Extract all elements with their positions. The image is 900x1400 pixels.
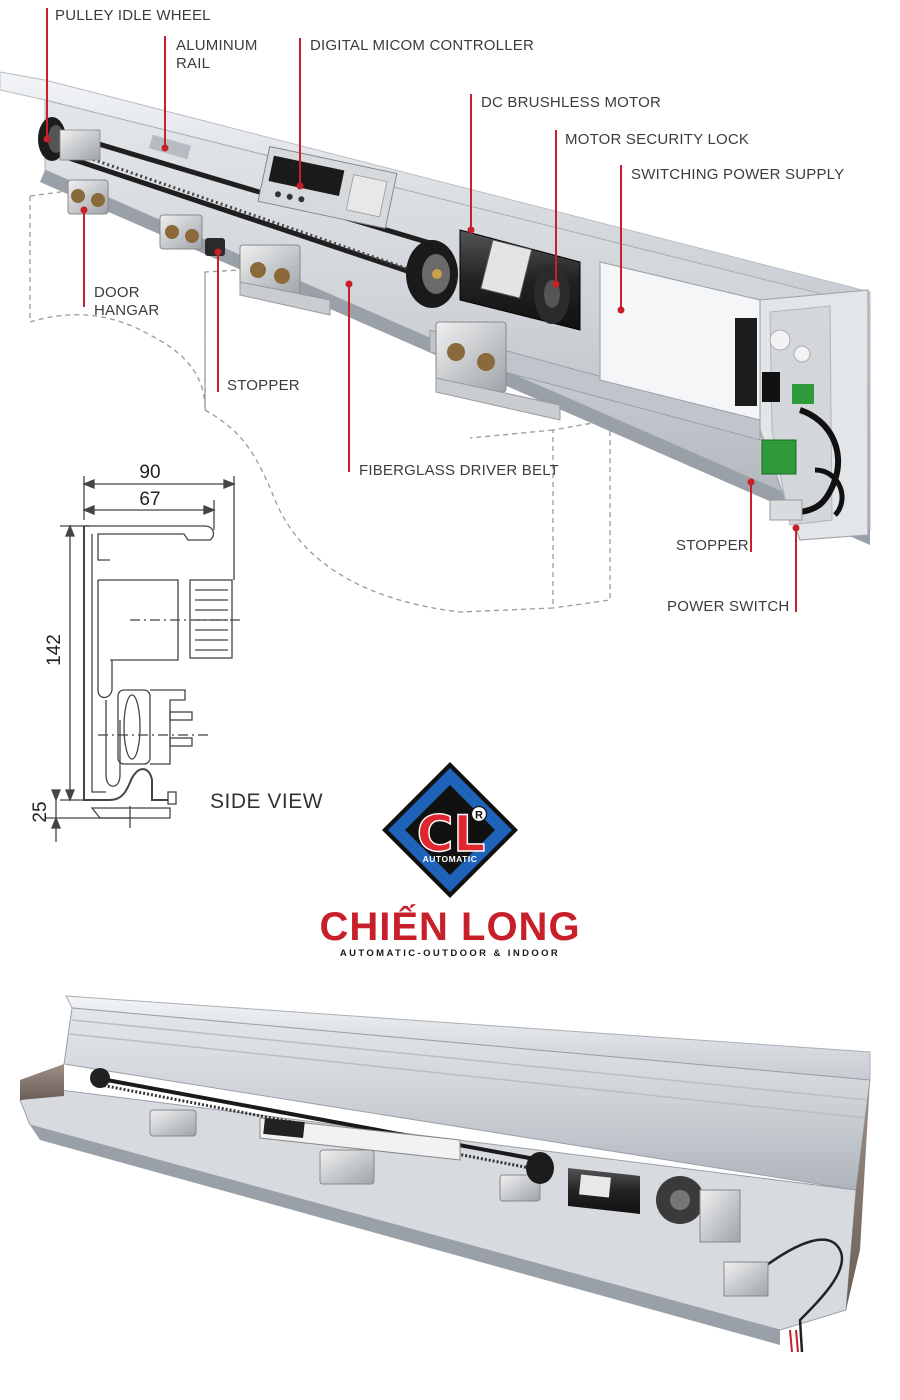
callout-leaders [46,8,797,612]
brand-tagline: AUTOMATIC-OUTDOOR & INDOOR [340,948,560,959]
power-supply-label [735,318,757,406]
photo-belt [95,1076,541,1162]
photo-front-lip [30,1125,780,1345]
side-view-label: SIDE VIEW [210,790,323,813]
dc-brushless-motor [406,229,581,331]
label-aluminum-rail-2: RAIL [176,55,210,72]
photo-controller [259,1117,461,1161]
door-hangar-right [435,321,561,421]
label-aluminum-rail-1: ALUMINUM [176,37,258,54]
brand-name: CHIẾN LONG [319,903,580,949]
label-door-hangar-1: DOOR [94,284,140,301]
door-hangar-mid [159,214,203,250]
photo-back-panel [20,1064,64,1100]
photo-carriage-1 [149,1109,197,1137]
dim-height: 142 [44,634,65,666]
door-hangar-center [239,244,331,316]
photo-carriage-3 [499,1174,541,1202]
label-dc-brushless-motor: DC BRUSHLESS MOTOR [481,94,661,111]
power-switch-unit [761,329,845,517]
photo-carriage-2 [319,1149,375,1185]
pulley-idle-wheel [38,117,101,161]
product-photo [19,995,871,1353]
label-switching-power-supply: SWITCHING POWER SUPPLY [631,166,844,183]
door-outline-right [204,409,611,613]
photo-back-panel-right [846,1080,870,1310]
photo-motor-pulley [526,1152,554,1184]
logo-caption: AUTOMATIC [423,854,478,864]
dim-width-inner: 67 [139,489,160,510]
photo-end-block [723,1261,769,1297]
photo-cable [759,1238,844,1353]
switching-power-supply [599,261,761,421]
micom-controller [257,145,398,229]
label-digital-micom-controller: DIGITAL MICOM CONTROLLER [310,37,534,54]
operator-illustration [0,71,871,613]
dim-base: 25 [30,801,51,822]
driver-belt-teeth [59,146,441,282]
label-stopper-left: STOPPER [227,377,300,394]
callout-dots [43,135,800,532]
side-view-drawing [46,476,244,842]
label-motor-security-lock: MOTOR SECURITY LOCK [565,131,749,148]
dim-width-outer: 90 [139,462,160,483]
door-outline-left [29,196,601,411]
logo-diamond-inner [405,785,495,875]
aluminum-rail-strip [148,134,192,160]
door-hangar-left [67,179,109,215]
label-door-hangar-2: HANGAR [94,302,159,319]
label-stopper-right: STOPPER [676,537,749,554]
stopper-part-right [769,499,803,521]
label-power-switch: POWER SWITCH [667,598,789,615]
logo-registered-circle [470,805,488,823]
label-pulley-idle-wheel: PULLEY IDLE WHEEL [55,7,211,24]
brand-logo: CL R AUTOMATIC CHIẾN LONG AUTOMATIC-OUTD… [319,762,580,959]
side-view-dimensions: 90 67 142 25 SIDE VIEW [30,462,323,823]
logo-registered-mark: R [475,810,483,822]
label-fiberglass-driver-belt: FIBERGLASS DRIVER BELT [359,462,559,479]
photo-bracket [699,1189,741,1243]
photo-idle-pulley [90,1068,110,1088]
callout-labels: PULLEY IDLE WHEEL ALUMINUM RAIL DIGITAL … [55,7,844,615]
